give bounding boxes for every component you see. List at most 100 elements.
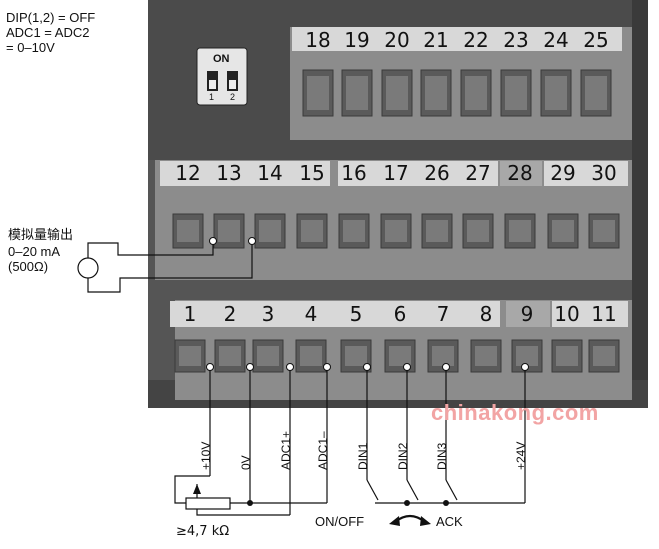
- terminal-label-23: 23: [503, 28, 529, 52]
- terminal-label-2: 2: [223, 302, 237, 326]
- dip-pos1-label: 1: [209, 92, 215, 102]
- terminal-screw-30: [593, 220, 615, 242]
- connection-dot-9: [521, 363, 529, 371]
- connection-dot-2: [246, 363, 254, 371]
- connection-dot-7: [442, 363, 450, 371]
- connection-dot-5: [363, 363, 371, 371]
- on-off-label: ON/OFF: [315, 514, 365, 529]
- terminal-screw-11: [593, 346, 615, 366]
- terminal-screw-29: [552, 220, 574, 242]
- terminal-label-25: 25: [583, 28, 609, 52]
- terminal-label-5: 5: [349, 302, 363, 326]
- terminal-label-28: 28: [507, 161, 533, 185]
- toggle-arrow-left-head: [389, 516, 400, 526]
- connection-dot-13: [248, 237, 256, 245]
- analog-output-title: 模拟量输出: [8, 228, 74, 243]
- connection-dot-4: [323, 363, 331, 371]
- middle-label-strip-d: [544, 161, 628, 186]
- control-wiring: [174, 370, 526, 516]
- label-plus-24v: +24V: [514, 441, 528, 470]
- terminal-screw-24: [545, 76, 567, 110]
- junction-din3: [443, 500, 449, 506]
- housing-right-edge: [632, 0, 648, 408]
- terminal-label-18: 18: [305, 28, 331, 52]
- terminal-screw-20: [386, 76, 408, 110]
- label-0v: 0V: [239, 455, 253, 470]
- terminal-label-14: 14: [257, 161, 283, 185]
- terminal-screw-18: [307, 76, 329, 110]
- terminal-screw-28: [509, 220, 531, 242]
- potentiometer: [185, 497, 231, 510]
- terminal-screw-25: [585, 76, 607, 110]
- terminal-label-30: 30: [591, 161, 617, 185]
- dip-on-label: ON: [213, 53, 230, 65]
- dip-note-line2: ADC1 = ADC2: [6, 25, 90, 40]
- terminal-label-29: 29: [550, 161, 576, 185]
- terminal-screw-19: [346, 76, 368, 110]
- middle-label-strip-a: [160, 161, 330, 186]
- label-din3: DIN3: [435, 442, 449, 470]
- terminal-screw-26: [426, 220, 448, 242]
- connection-dot-3: [286, 363, 294, 371]
- terminal-screw-17: [385, 220, 407, 242]
- terminal-label-1: 1: [183, 302, 197, 326]
- terminal-screw-16: [343, 220, 365, 242]
- terminal-screw-4: [300, 346, 322, 366]
- bottom-label-strip-b: [506, 301, 550, 327]
- terminal-label-6: 6: [393, 302, 407, 326]
- terminal-screw-23: [505, 76, 527, 110]
- dip-note-line3: = 0–10V: [6, 40, 55, 55]
- label-din2: DIN2: [396, 442, 410, 470]
- terminal-label-16: 16: [341, 161, 367, 185]
- dip-pos2-label: 2: [230, 92, 236, 102]
- connection-dot-1: [206, 363, 214, 371]
- terminal-label-7: 7: [436, 302, 450, 326]
- terminal-label-27: 27: [465, 161, 491, 185]
- meter-symbol: [77, 257, 99, 279]
- terminal-screw-1: [179, 346, 201, 366]
- analog-output-load: (500Ω): [8, 259, 49, 274]
- terminal-screw-22: [465, 76, 487, 110]
- terminal-label-12: 12: [175, 161, 201, 185]
- connection-dot-6: [403, 363, 411, 371]
- middle-label-strip-b: [338, 161, 498, 186]
- junction-0v: [247, 500, 253, 506]
- bottom-label-strip-a: [170, 301, 500, 327]
- terminal-screw-12: [177, 220, 199, 242]
- junction-din2: [404, 500, 410, 506]
- label-adc1-plus: ADC1+: [279, 430, 293, 470]
- resistor-label: ≥4,7 kΩ: [176, 524, 230, 539]
- top-label-strip: [292, 27, 622, 51]
- analog-output-range: 0–20 mA: [8, 244, 61, 259]
- terminal-screw-5: [345, 346, 367, 366]
- terminal-label-10: 10: [554, 302, 580, 326]
- dip-switch-lever-1: [209, 80, 216, 89]
- terminal-screw-3: [257, 346, 279, 366]
- analog-output-wiring: [77, 241, 253, 293]
- ack-label: ACK: [436, 514, 463, 529]
- terminal-label-9: 9: [520, 302, 534, 326]
- terminal-screw-10: [556, 346, 578, 366]
- terminal-screw-21: [425, 76, 447, 110]
- label-adc1-minus: ADC1–: [316, 431, 330, 470]
- terminal-label-22: 22: [463, 28, 489, 52]
- terminal-screw-7: [432, 346, 454, 366]
- terminal-screw-9: [516, 346, 538, 366]
- watermark: chinakong.com: [431, 400, 599, 425]
- terminal-screw-14: [259, 220, 281, 242]
- terminal-label-19: 19: [344, 28, 370, 52]
- terminal-label-15: 15: [299, 161, 325, 185]
- terminal-label-4: 4: [304, 302, 318, 326]
- terminal-screw-6: [389, 346, 411, 366]
- terminal-label-11: 11: [591, 302, 617, 326]
- dip-note-line1: DIP(1,2) = OFF: [6, 10, 96, 25]
- terminal-label-8: 8: [479, 302, 493, 326]
- toggle-arrow-right-head: [420, 516, 431, 526]
- terminal-screw-2: [219, 346, 241, 366]
- label-din1: DIN1: [356, 442, 370, 470]
- middle-label-strip-c: [500, 161, 542, 186]
- connection-dot-12: [209, 237, 217, 245]
- terminal-screw-27: [467, 220, 489, 242]
